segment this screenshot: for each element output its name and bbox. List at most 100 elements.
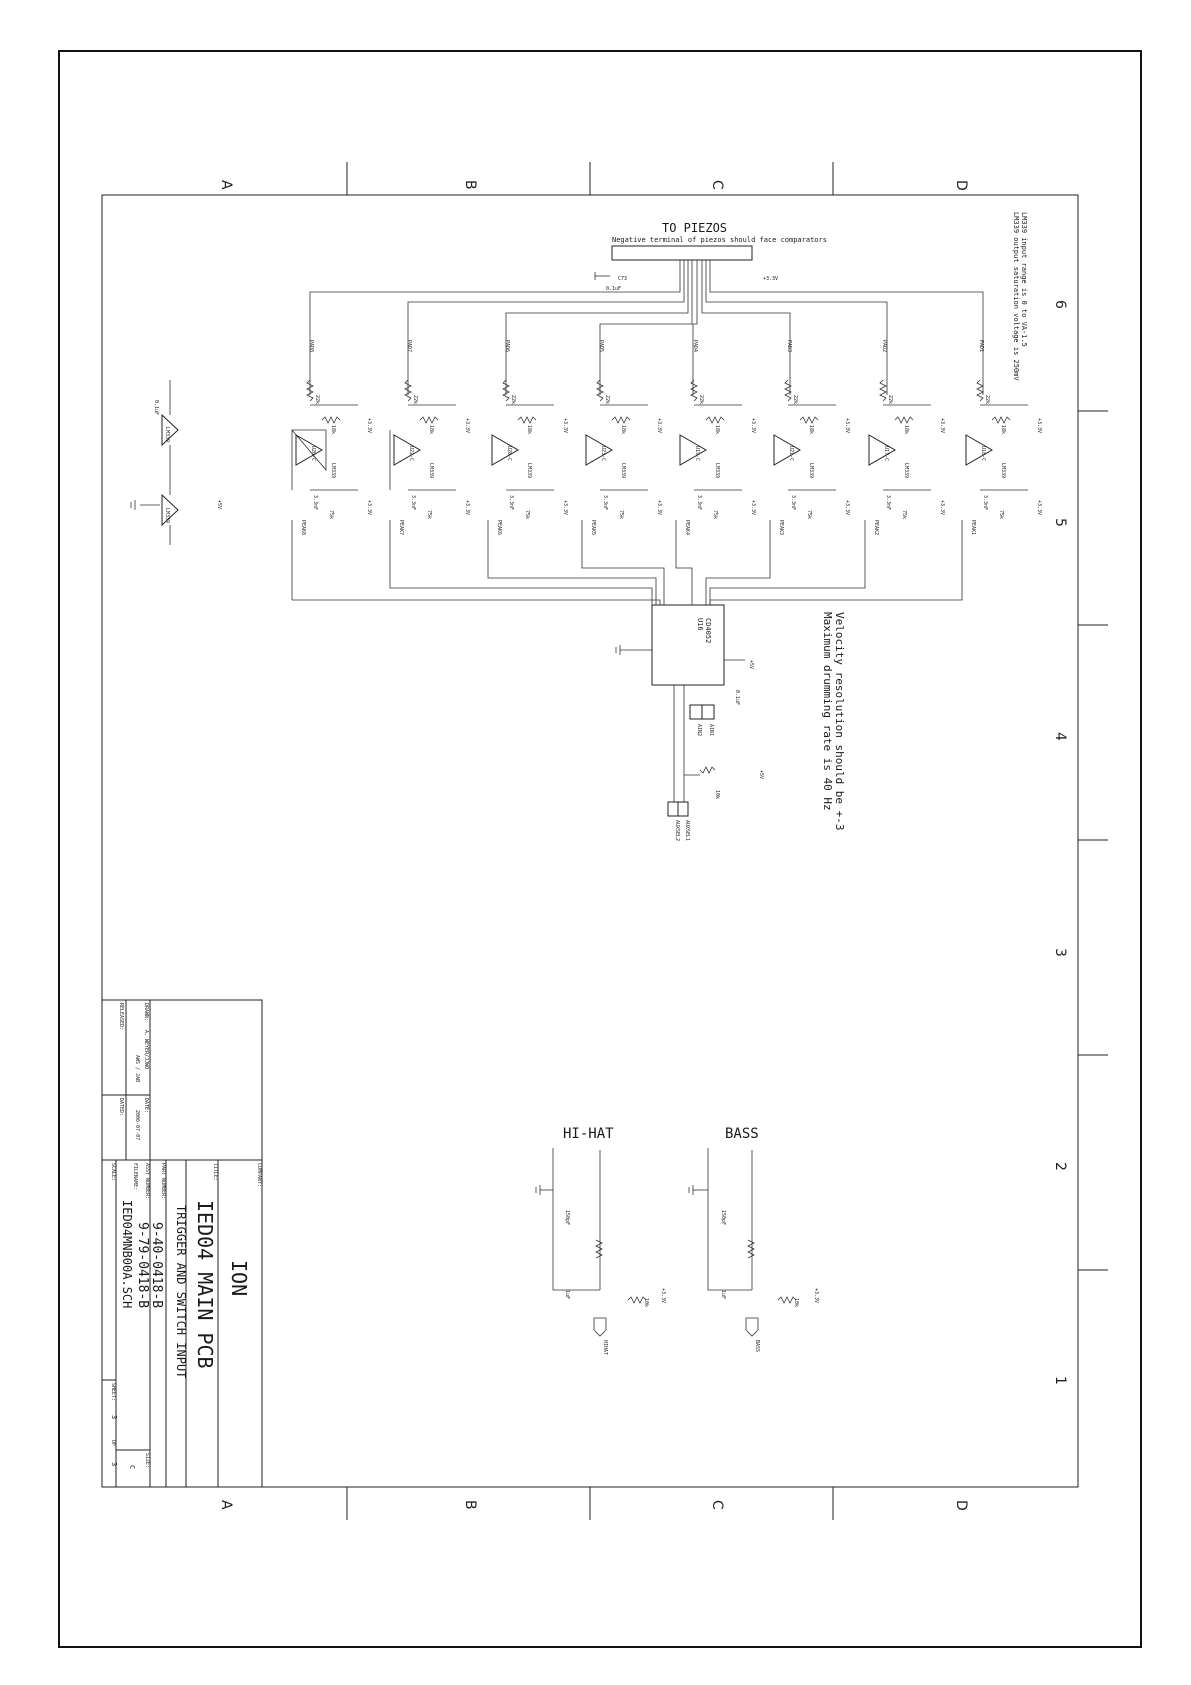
- channel-1: PAD8 22k 18k +3.3V U20-C LM339 3.3nF 75k…: [291, 340, 372, 600]
- c-peak: 3.3nF: [696, 495, 702, 510]
- pad-routing: [309, 260, 984, 395]
- comparator-part: LM339: [620, 463, 626, 478]
- mux-out-2: AIN2: [696, 724, 702, 736]
- lm339-notes: LM339 input range is 0 to VA-1.5 LM339 o…: [1012, 212, 1028, 381]
- peak-label: PEAK4: [684, 520, 690, 535]
- comparator-ref: U22-C: [408, 446, 414, 461]
- peak-label: PEAK3: [778, 520, 784, 535]
- comparator-ref: U23-C: [600, 446, 606, 461]
- r-peak: 75k: [328, 510, 334, 519]
- bottom-zone-markers: A B C D: [218, 1487, 969, 1520]
- piezo-supply: +3.3V: [763, 276, 778, 282]
- spare-part-1: LM339: [164, 427, 170, 442]
- tb-file-label: FILENAME:: [132, 1163, 138, 1190]
- peak-label: PEAK1: [970, 520, 976, 535]
- tb-subtitle: TRIGGER AND SWITCH INPUT: [174, 1205, 188, 1378]
- supply-label-2: +3.3V: [1036, 500, 1042, 515]
- c-peak: 3.3nF: [508, 495, 514, 510]
- r-peak: 75k: [618, 510, 624, 519]
- note-drum-rate: Maximum drumming rate is 40 Hz: [821, 612, 834, 811]
- pad4-label: PAD4: [692, 340, 698, 352]
- c-peak: 3.3nF: [885, 495, 891, 510]
- tb-released-label: RELEASED:: [118, 1003, 124, 1030]
- pad5-label: PAD5: [598, 340, 604, 352]
- supply-label: +3.3V: [464, 418, 470, 433]
- channel-8: PAD1 22k 18k +3.3V U18-C LM339 3.3nF 75k…: [709, 340, 1042, 605]
- r-bias: 18k: [808, 425, 814, 434]
- supply-label-2: +3.3V: [562, 500, 568, 515]
- mux-pull: 10k: [714, 790, 720, 799]
- tb-date-label: DATE:: [143, 1098, 149, 1113]
- pad8-label: PAD8: [308, 340, 314, 352]
- peak8-route: [292, 599, 661, 605]
- channel-7: PAD2 22k 18k +3.3V U17-C LM339 3.3nF 75k…: [709, 340, 945, 605]
- mux-cd4052: U16 CD4052 +5V 0.1uF AIN1 AIN2 10k +5V A…: [615, 604, 764, 841]
- hihat-circuit: HI-HAT 150pF 1uF 10k +3.3V HIHAT: [535, 1126, 666, 1355]
- channel-6: PAD3 22k 18k +3.3V U21-C LM339 3.3nF 75k…: [705, 340, 850, 605]
- comparator-ref: U17-C: [883, 446, 889, 461]
- to-piezos-label: TO PIEZOS: [662, 221, 727, 235]
- tb-size-label: SIZE:: [144, 1453, 150, 1468]
- sheet-border: [58, 50, 1142, 1648]
- r-series: 22k: [604, 395, 610, 404]
- right-zone-2: 2: [1052, 1162, 1068, 1171]
- mux-part: CD4052: [704, 618, 712, 643]
- comparator-part: LM339: [714, 463, 720, 478]
- tb-assy-number: 9-40-0418-B: [149, 1222, 164, 1308]
- bass-pull: 10k: [793, 1298, 799, 1307]
- mux-pull-supply: +5V: [758, 770, 764, 779]
- top-zone-d: D: [953, 180, 969, 191]
- comparator-part: LM339: [428, 463, 434, 478]
- piezo-connector: TO PIEZOS Negative terminal of piezos sh…: [594, 221, 827, 292]
- supply-label-2: +3.3V: [366, 500, 372, 515]
- mux-out-1: AIN1: [708, 724, 714, 736]
- r-series: 22k: [510, 395, 516, 404]
- title-block: DRAWN: A. WEYER/JJWO AWS / JAB RELEASED:…: [101, 999, 263, 1488]
- r-series: 22k: [314, 395, 320, 404]
- bass-title: BASS: [725, 1126, 759, 1142]
- supply-label-2: +3.3V: [464, 500, 470, 515]
- peak-label: PEAK6: [496, 520, 502, 535]
- supply-label-2: +3.3V: [844, 500, 850, 515]
- supply-label-2: +3.3V: [939, 500, 945, 515]
- note-input-range: LM339 input range is 0 to VA-1.5: [1020, 212, 1028, 347]
- svg-text:0.1uF: 0.1uF: [606, 286, 621, 292]
- auxsel2: AUXSEL2: [674, 820, 680, 841]
- r-series: 22k: [412, 395, 418, 404]
- tb-title: IED04 MAIN PCB: [193, 1200, 217, 1369]
- auxsel1: AUXSEL1: [684, 820, 690, 841]
- r-bias: 18k: [330, 425, 336, 434]
- right-zone-6: 6: [1052, 300, 1068, 309]
- tb-drawn: A. WEYER/JJWO: [143, 1030, 149, 1069]
- supply-label-2: +3.3V: [750, 500, 756, 515]
- r-bias: 18k: [428, 425, 434, 434]
- supply-label: +3.3V: [1036, 418, 1042, 433]
- tb-part-number: 9-79-0418-B: [135, 1222, 150, 1308]
- top-zone-c: C: [709, 180, 725, 190]
- spare-supply: +5V: [216, 500, 222, 509]
- right-zone-1: 1: [1052, 1376, 1068, 1385]
- peak-label: PEAK5: [590, 520, 596, 535]
- right-zone-4: 4: [1052, 732, 1068, 741]
- comparator-part: LM339: [808, 463, 814, 478]
- comparator-part: LM339: [903, 463, 909, 478]
- r-peak: 75k: [712, 510, 718, 519]
- hihat-cap: 150pF: [564, 1210, 570, 1225]
- hihat-out: HIHAT: [602, 1340, 608, 1355]
- pad7-label: PAD7: [406, 340, 412, 352]
- svg-text:C73: C73: [618, 276, 627, 282]
- mux-supply: +5V: [748, 660, 754, 669]
- mux-cap: 0.1uF: [734, 690, 740, 705]
- comparator-ref: U28-C: [506, 446, 512, 461]
- r-peak: 75k: [426, 510, 432, 519]
- pad3-label: PAD3: [786, 340, 792, 352]
- right-zone-5: 5: [1052, 518, 1068, 527]
- pad6-label: PAD6: [504, 340, 510, 352]
- channel-4: PAD5 22k 18k +3.3V U23-C LM339 3.3nF 75k…: [581, 340, 665, 605]
- r-bias: 18k: [620, 425, 626, 434]
- supply-label: +3.3V: [366, 418, 372, 433]
- c-peak: 3.3nF: [312, 495, 318, 510]
- bottom-zone-c: C: [709, 1500, 725, 1510]
- tb-sheet-num: 3: [110, 1415, 118, 1419]
